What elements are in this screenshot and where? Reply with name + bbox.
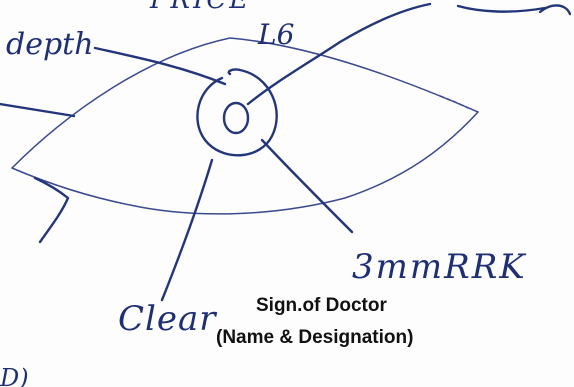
clipped-bottom-label: D): [0, 364, 29, 387]
signature-subtitle: (Name & Designation): [216, 326, 413, 351]
depth-label: depth: [6, 27, 94, 62]
clear-pointer-line: [162, 160, 212, 300]
clipped-top-right-hook: [540, 5, 570, 14]
depth-pointer-line: [95, 48, 225, 84]
inner-circle: [224, 103, 248, 133]
signature-title: Sign.of Doctor: [256, 294, 387, 319]
measurement-label: 3mmRRK: [352, 247, 527, 287]
left-pointer-line: [0, 104, 74, 116]
clear-label: Clear: [118, 299, 217, 339]
clipped-top-right-stroke: [458, 6, 545, 12]
clipped-top-label: PRICE: [149, 0, 251, 15]
lens-id-label: L6: [257, 18, 294, 51]
measurement-pointer-line: [262, 140, 352, 232]
